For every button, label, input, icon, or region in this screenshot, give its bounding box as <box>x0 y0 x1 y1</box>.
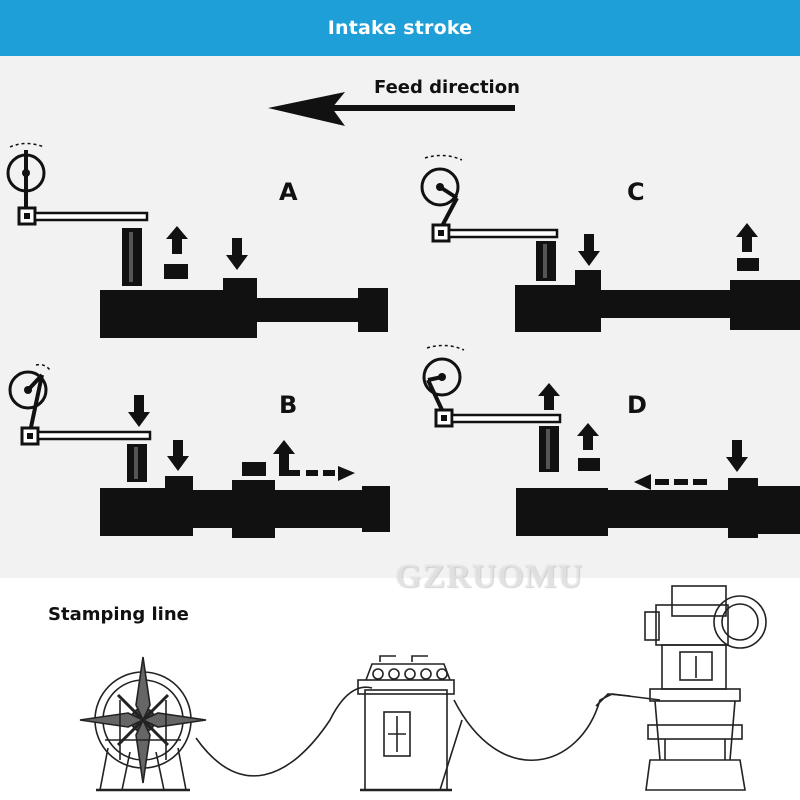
page-title: Intake stroke <box>327 17 473 39</box>
up-arrow-icon <box>736 223 758 252</box>
up-arrow-icon <box>538 383 560 410</box>
header-bar: Intake stroke <box>0 0 800 56</box>
dashed-left-arrow-icon <box>634 474 707 490</box>
stamping-line-title: Stamping line <box>48 604 189 625</box>
panel-b-label: B <box>279 391 297 419</box>
down-arrow-icon <box>578 234 600 266</box>
panel-a: A <box>6 142 388 338</box>
crank-icon <box>8 363 51 446</box>
panel-b: B <box>8 363 390 538</box>
down-arrow-icon <box>167 440 189 471</box>
crank-icon <box>6 142 46 226</box>
stamping-line-drawing <box>79 585 767 792</box>
feed-direction-label: Feed direction <box>374 77 520 98</box>
crank-icon <box>420 154 463 243</box>
panel-a-label: A <box>279 178 298 206</box>
up-arrow-icon <box>166 226 188 254</box>
feed-direction-arrow-icon <box>268 92 345 126</box>
straightener-feeder-icon <box>357 655 463 792</box>
panel-d-label: D <box>627 391 647 419</box>
crank-icon <box>422 344 465 428</box>
panel-d: D <box>422 344 800 538</box>
dashed-right-arrow-icon <box>306 466 355 481</box>
decoiler-icon <box>79 656 207 792</box>
down-arrow-icon <box>226 238 248 270</box>
up-arrow-icon <box>577 423 599 450</box>
feed-direction: Feed direction <box>268 77 520 126</box>
panel-c: C <box>420 154 800 332</box>
down-arrow-icon <box>128 395 150 427</box>
press-machine-icon <box>644 585 767 791</box>
watermark: GZRUOMU <box>395 558 584 595</box>
down-arrow-icon <box>726 440 748 472</box>
up-arrow-icon <box>273 440 300 476</box>
panel-c-label: C <box>627 178 645 206</box>
